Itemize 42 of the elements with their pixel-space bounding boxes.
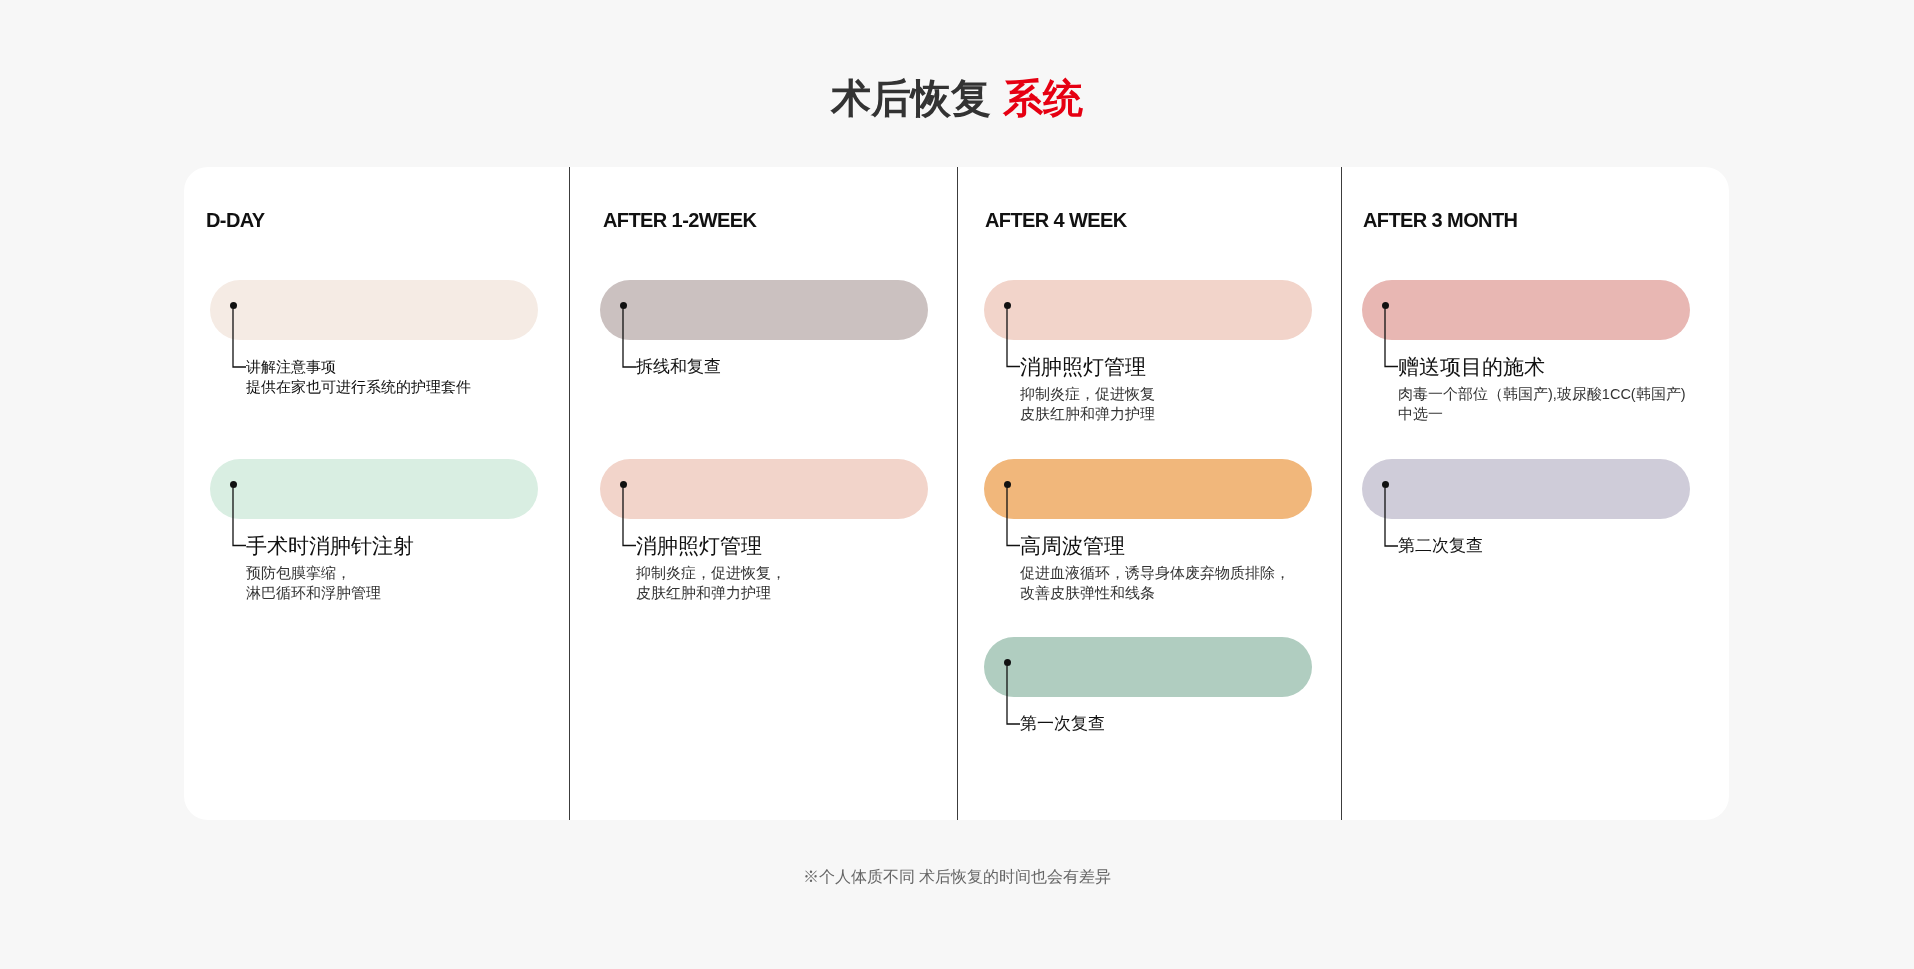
- leader-line: [232, 307, 247, 368]
- timeline-column: [1341, 167, 1729, 820]
- step-heading: 消肿照灯管理: [1020, 354, 1147, 380]
- column-heading: AFTER 3 MONTH: [1363, 208, 1518, 233]
- leader-line: [1006, 486, 1021, 547]
- step-heading: 赠送项目的施术: [1398, 354, 1546, 380]
- pill-bar: [984, 637, 1312, 697]
- step-description: 促进血液循环，诱导身体废弃物质排除，改善皮肤弹性和线条: [1020, 564, 1291, 603]
- step-heading: 手术时消肿针注射: [246, 533, 414, 559]
- pill-bar: [984, 280, 1312, 340]
- step-text: 第二次复查: [1398, 534, 1483, 558]
- step-heading: 高周波管理: [1020, 533, 1126, 559]
- column-heading: AFTER 1-2WEEK: [603, 208, 757, 233]
- column-heading: D-DAY: [206, 208, 265, 233]
- pill-bar: [1362, 459, 1690, 519]
- timeline-column: [957, 167, 1341, 820]
- pill-bar: [1362, 280, 1690, 340]
- step-text: 第一次复查: [1020, 712, 1105, 736]
- leader-line: [1006, 307, 1021, 368]
- step-description: 肉毒一个部位（韩国产),玻尿酸1CC(韩国产)中选一: [1398, 385, 1687, 424]
- pill-bar: [600, 459, 928, 519]
- caption: ※个人体质不同 术后恢复的时间也会有差异: [801, 867, 1113, 887]
- note-text: 提供在家也可进行系统的护理套件: [246, 377, 471, 397]
- diagram-title: 术后恢复 系统: [829, 75, 1084, 122]
- leader-line: [1384, 486, 1399, 547]
- leader-line: [622, 486, 637, 547]
- step-description: 抑制炎症，促进恢复皮肤红肿和弹力护理: [1020, 385, 1156, 424]
- leader-line: [622, 307, 637, 368]
- pill-bar: [210, 459, 538, 519]
- step-heading: 消肿照灯管理: [636, 533, 763, 559]
- note-text: 讲解注意事项: [246, 357, 337, 377]
- step-description: 抑制炎症，促进恢复，皮肤红肿和弹力护理: [636, 564, 787, 603]
- column-heading: AFTER 4 WEEK: [985, 208, 1127, 233]
- step-description: 预防包膜挛缩，淋巴循环和浮肿管理: [246, 564, 382, 603]
- step-text: 拆线和复查: [636, 355, 721, 379]
- timeline-column: [569, 167, 957, 820]
- leader-line: [232, 486, 247, 547]
- leader-line: [1384, 307, 1399, 368]
- leader-line: [1006, 664, 1021, 725]
- pill-bar: [984, 459, 1312, 519]
- pill-bar: [600, 280, 928, 340]
- timeline-column: [184, 167, 569, 820]
